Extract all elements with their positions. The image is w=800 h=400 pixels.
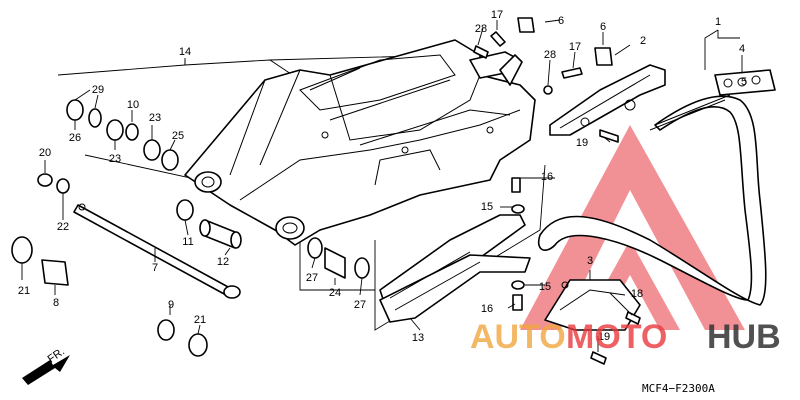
drive-chain xyxy=(537,94,767,306)
callout-2: 2 xyxy=(640,35,646,47)
watermark-hub: HUB xyxy=(707,318,781,356)
callout-12: 12 xyxy=(217,256,229,268)
callout-15-lower: 15 xyxy=(539,281,551,293)
swingarm xyxy=(184,39,536,246)
callout-13: 13 xyxy=(412,332,424,344)
callout-11: 11 xyxy=(182,236,193,248)
callout-8: 8 xyxy=(53,297,59,309)
callout-labels: 1 2 3 4 5 6 6 7 8 9 10 11 12 13 14 15 15… xyxy=(18,9,747,344)
callout-5: 5 xyxy=(741,76,747,88)
chain-case-upper xyxy=(549,64,666,136)
callout-19-lower: 19 xyxy=(598,331,610,343)
callout-20: 20 xyxy=(39,147,51,159)
callout-22: 22 xyxy=(57,221,69,233)
callout-15-upper: 15 xyxy=(481,201,493,213)
callout-6-top: 6 xyxy=(558,15,564,27)
leader-lines xyxy=(21,19,743,352)
callout-7: 7 xyxy=(152,262,158,274)
callout-25: 25 xyxy=(172,130,184,142)
diagram-code: MCF4−F2300A xyxy=(642,382,715,395)
callout-23-upper: 23 xyxy=(149,112,161,124)
callout-23-lower: 23 xyxy=(109,153,121,165)
callout-27-right: 27 xyxy=(354,299,366,311)
callout-14: 14 xyxy=(179,46,191,58)
callout-28-top: 28 xyxy=(475,23,487,35)
callout-18: 18 xyxy=(631,288,643,300)
pivot-bolt xyxy=(73,203,241,299)
callout-17-right: 17 xyxy=(569,41,581,53)
callout-19-upper: 19 xyxy=(576,137,588,149)
callout-27-left: 27 xyxy=(306,272,318,284)
callout-6-right: 6 xyxy=(600,21,606,33)
chain-guard-lower xyxy=(544,279,641,331)
callout-24: 24 xyxy=(329,287,341,299)
watermark-auto: AUTO xyxy=(470,318,566,356)
callout-3: 3 xyxy=(587,255,593,267)
front-direction-arrow: FR. xyxy=(22,346,70,385)
callout-26: 26 xyxy=(69,132,81,144)
watermark-text: AUTO MOTO HUB xyxy=(470,318,781,356)
callout-21-bottom: 21 xyxy=(194,314,206,326)
callout-10: 10 xyxy=(127,99,139,111)
callout-28-right: 28 xyxy=(544,49,556,61)
callout-29: 29 xyxy=(92,84,104,96)
callout-9: 9 xyxy=(168,299,174,311)
callout-1: 1 xyxy=(715,16,721,28)
fasteners xyxy=(473,17,641,365)
callout-17-top: 17 xyxy=(491,9,503,21)
callout-4: 4 xyxy=(739,43,745,55)
callout-16-lower: 16 xyxy=(481,303,493,315)
left-bearings xyxy=(11,99,242,357)
chain-master-link xyxy=(714,69,776,96)
callout-16-upper: 16 xyxy=(541,171,553,183)
watermark-moto: MOTO xyxy=(566,318,667,356)
watermark-triangle-large xyxy=(520,125,745,330)
chain-slider xyxy=(379,214,531,323)
callout-21-left: 21 xyxy=(18,285,30,297)
